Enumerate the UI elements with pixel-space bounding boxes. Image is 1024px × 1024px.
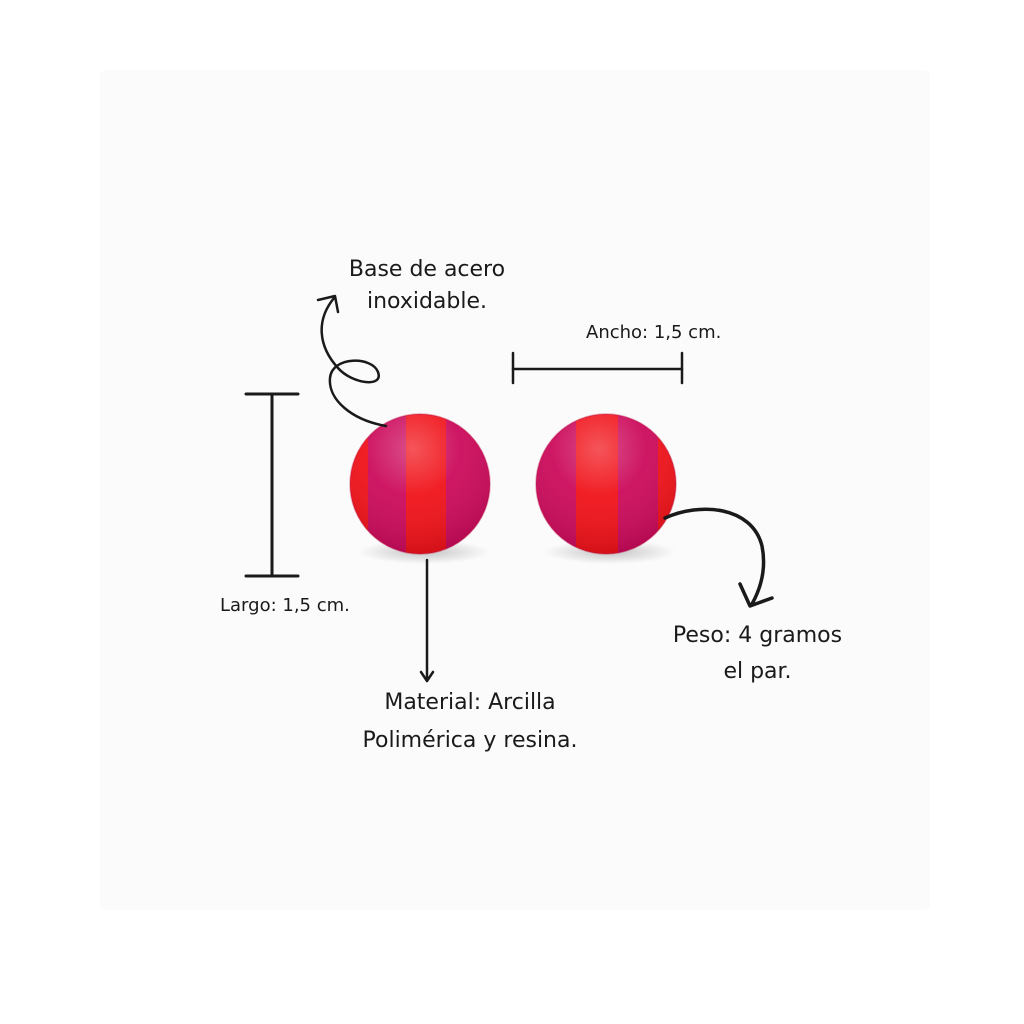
earring-left: [350, 414, 490, 554]
weight-arrow: [663, 507, 774, 608]
base-material-label: Base de acero inoxidable.: [316, 254, 538, 318]
photo-backdrop: [100, 70, 930, 910]
material-label: Material: Arcilla Polimérica y resina.: [330, 684, 610, 760]
earring-right: [536, 414, 676, 554]
width-dimension-line: [511, 351, 684, 385]
material-arrow: [419, 558, 435, 683]
material-label-line-2: Polimérica y resina.: [362, 728, 578, 753]
base-label-line-1: Base de acero: [348, 257, 506, 282]
weight-label-line-1: Peso: 4 gramos: [672, 623, 843, 648]
weight-label-line-2: el par.: [723, 659, 792, 684]
length-label: Largo: 1,5 cm.: [220, 595, 350, 616]
base-arrow: [316, 294, 388, 428]
base-label-line-2: inoxidable.: [366, 289, 488, 314]
material-label-line-1: Material: Arcilla: [384, 690, 556, 715]
weight-label: Peso: 4 gramos el par.: [650, 618, 865, 690]
width-label: Ancho: 1,5 cm.: [586, 322, 722, 343]
height-dimension-line: [244, 392, 300, 578]
